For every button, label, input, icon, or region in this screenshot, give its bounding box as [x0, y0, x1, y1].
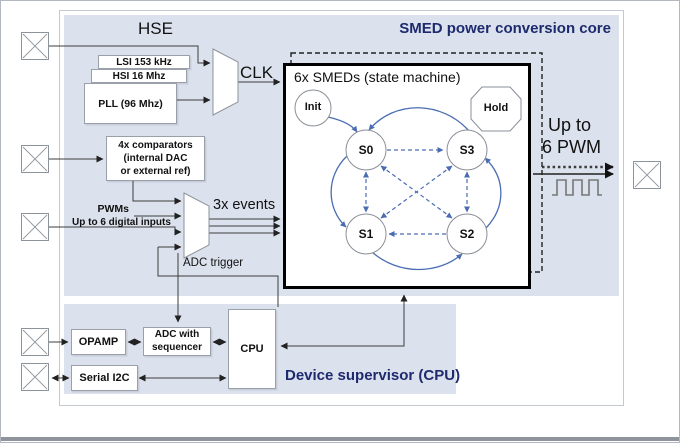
s1-label: S1 [358, 227, 374, 241]
supervisor-region-title: Device supervisor (CPU) [285, 367, 461, 384]
pad-cross-icon [22, 364, 48, 390]
pad-cross-icon [22, 329, 48, 355]
wire-comparators-to-mux [132, 181, 182, 205]
cpu-box: CPU [228, 309, 276, 389]
events-count-label: 3x events [213, 197, 276, 213]
arrow-s0-s1 [330, 155, 348, 228]
smed-title: 6x SMEDs (state machine) [294, 69, 461, 85]
state-s1-node [345, 213, 387, 255]
io-pad-icon [633, 161, 661, 189]
wire-hse-to-mux [49, 45, 211, 67]
pad-cross-icon [22, 146, 48, 172]
clk-label: CLK [240, 63, 274, 82]
pad-cross-icon [22, 214, 48, 240]
state-init-node [294, 89, 332, 127]
io-pad-icon [21, 210, 52, 241]
wire-event-branch-to-cpu [157, 247, 279, 307]
comparators-line3: or external ref) [120, 166, 191, 177]
io-pad-icon [21, 142, 52, 173]
comparators-line2: (internal DAC [123, 153, 188, 164]
io-pad-icon [21, 325, 52, 356]
hold-label: Hold [483, 102, 509, 114]
pwm-count-label-line1: Up to [548, 115, 592, 135]
pwm-count-label-line2: 6 PWM [542, 137, 602, 157]
s3-label: S3 [459, 143, 475, 157]
adc-sequencer-box: ADC with sequencer [143, 327, 211, 356]
state-s3-node [446, 129, 488, 171]
init-label: Init [304, 101, 322, 113]
comparators-line1: 4x comparators [118, 140, 193, 151]
adc-trigger-label: ADC trigger [183, 257, 244, 269]
io-pad-icon [21, 32, 49, 60]
serial-i2c-box: Serial I2C [71, 365, 138, 391]
wire-digital-inputs-to-mux [49, 226, 182, 236]
state-s2-node [446, 213, 488, 255]
opamp-box: OPAMP [71, 329, 126, 355]
pll-clock-box: PLL (96 Mhz) [84, 83, 177, 124]
s0-label: S0 [358, 143, 374, 157]
io-pad-icon [21, 360, 52, 391]
pwms-label: PWMs [97, 203, 130, 215]
state-diagram-layer [294, 86, 522, 271]
adc-line1: ADC with [154, 329, 200, 340]
comparators-box: 4x comparators (internal DAC or external… [106, 136, 205, 181]
transition-s1-s3 [380, 165, 453, 219]
adc-line2: sequencer [151, 341, 203, 353]
photo-bottom-border [1, 437, 679, 441]
arrow-init-s0 [327, 116, 358, 133]
hsi-clock-box: HSI 16 Mhz [91, 69, 187, 83]
pad-cross-icon [634, 162, 660, 188]
smed-state-machine-box: 6x SMEDs (state machine) [283, 63, 531, 289]
pad-cross-icon [22, 33, 48, 59]
core-region-title: SMED power conversion core [399, 20, 611, 37]
wire-cpu-to-smed [280, 294, 408, 350]
arrow-s1-s2 [371, 251, 463, 271]
state-hold-node [470, 86, 522, 132]
lsi-clock-box: LSI 153 kHz [98, 55, 190, 69]
clock-mux-shape [212, 48, 239, 116]
hse-label: HSE [138, 19, 173, 38]
state-s0-node [345, 129, 387, 171]
arrow-s2-s3 [484, 157, 502, 229]
digital-inputs-label: Up to 6 digital inputs [72, 217, 171, 228]
events-mux-shape [183, 192, 210, 259]
arrow-s3-s0 [368, 107, 471, 133]
pwm-waveform-icon [552, 179, 602, 196]
s2-label: S2 [459, 227, 475, 241]
